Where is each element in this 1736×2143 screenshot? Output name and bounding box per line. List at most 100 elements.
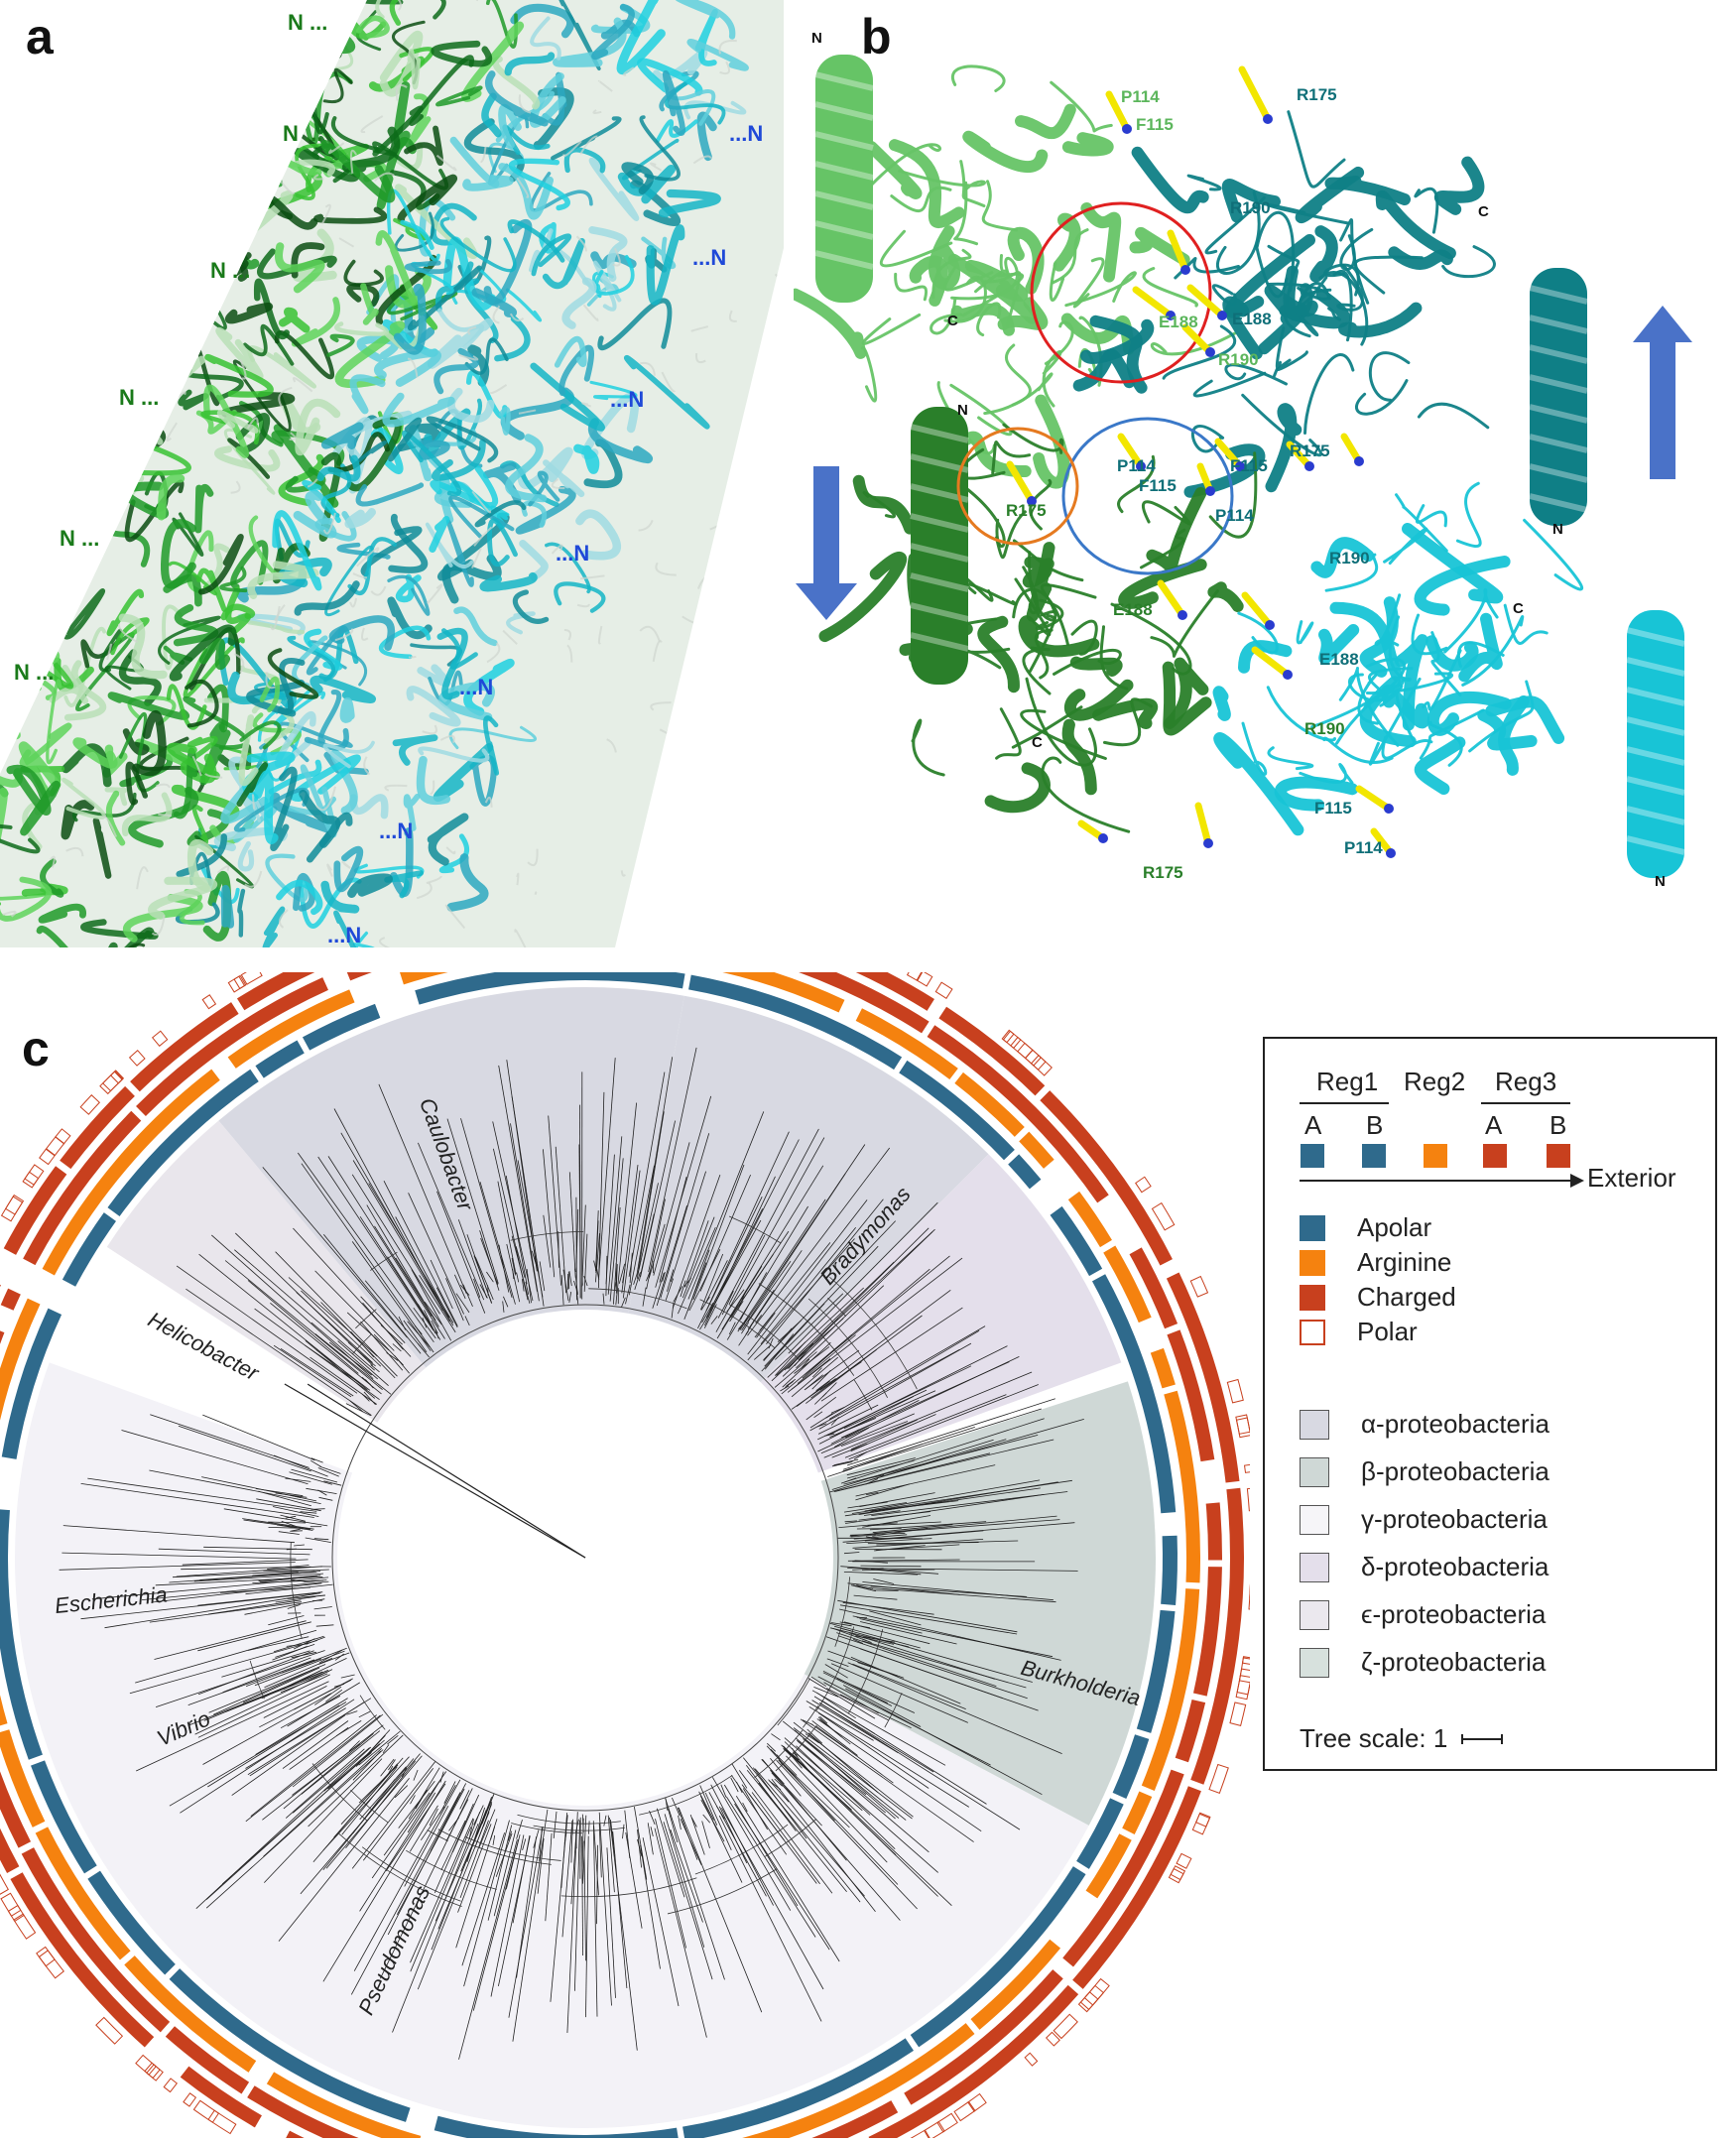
terminus-label: N xyxy=(1552,521,1563,538)
legend-reg2-swatch xyxy=(1424,1144,1447,1168)
legend-tree-scale: Tree scale: 1 xyxy=(1300,1723,1503,1754)
legend-item: Polar xyxy=(1300,1317,1418,1347)
n-terminus-label-green: N ... xyxy=(210,258,250,284)
terminus-label: C xyxy=(1032,734,1043,751)
residue-label: F115 xyxy=(1139,476,1177,496)
ring-segment xyxy=(1161,1536,1178,1605)
legend-swatch xyxy=(1300,1320,1325,1345)
legend-swatch xyxy=(1300,1285,1325,1311)
interface-circle-blue xyxy=(1063,419,1232,573)
legend-group-swatch xyxy=(1300,1553,1329,1582)
n-terminus-label-blue: ...N xyxy=(327,923,361,948)
panel-a: a N ...N ...N ...N ...N ...N ......N...N… xyxy=(0,0,784,947)
legend-reg1b-swatch xyxy=(1362,1144,1386,1168)
residue-label: P114 xyxy=(1344,838,1383,858)
legend-group-label: β-proteobacteria xyxy=(1361,1456,1550,1487)
legend-group: α-proteobacteria xyxy=(1300,1409,1550,1440)
ring-segment xyxy=(1193,1567,1222,1697)
legend-item-label: Charged xyxy=(1357,1282,1456,1313)
filament-structure-image xyxy=(0,0,784,947)
legend-reg1-underline xyxy=(1300,1102,1389,1104)
legend-reg3-underline xyxy=(1481,1102,1570,1104)
panel-c-label: c xyxy=(22,1020,50,1077)
residue-label: F115 xyxy=(1230,456,1268,476)
legend-reg3-b: B xyxy=(1550,1110,1566,1141)
residue-label: R175 xyxy=(1006,501,1047,521)
legend-group-swatch xyxy=(1300,1410,1329,1440)
residue-label: R175 xyxy=(1143,863,1183,883)
legend-group: γ-proteobacteria xyxy=(1300,1504,1548,1535)
n-terminus-label-blue: ...N xyxy=(729,121,763,147)
residue-label: R175 xyxy=(1290,441,1330,461)
residue-label: P114 xyxy=(1215,506,1254,526)
n-terminus-label-green: N ... xyxy=(288,10,327,36)
n-terminus-label-green: N ... xyxy=(283,121,322,147)
terminus-label: N xyxy=(1655,873,1666,890)
legend-reg2: Reg2 xyxy=(1404,1067,1465,1097)
legend-item-label: Arginine xyxy=(1357,1247,1451,1278)
legend-exterior-label: Exterior xyxy=(1587,1163,1676,1194)
legend-item-label: Polar xyxy=(1357,1317,1418,1347)
legend-item-label: Apolar xyxy=(1357,1212,1431,1243)
legend-group-label: δ-proteobacteria xyxy=(1361,1552,1549,1582)
residue-label: E188 xyxy=(1113,600,1153,620)
legend-reg3b-swatch xyxy=(1547,1144,1570,1168)
n-terminus-label-blue: ...N xyxy=(379,819,413,844)
phylogenetic-tree: CaulobacterBradymonasHelicobacterEscheri… xyxy=(0,972,1250,2138)
legend-group-label: γ-proteobacteria xyxy=(1361,1504,1548,1535)
n-terminus-label-blue: ...N xyxy=(556,541,589,567)
legend-group-label: α-proteobacteria xyxy=(1361,1409,1550,1440)
legend-reg3: Reg3 xyxy=(1495,1067,1556,1097)
helix-teal xyxy=(1530,268,1587,526)
arrow-up xyxy=(1633,306,1692,479)
legend-exterior-arrow-head xyxy=(1570,1174,1584,1188)
legend-reg1: Reg1 xyxy=(1316,1067,1378,1097)
n-terminus-label-blue: ...N xyxy=(610,387,644,413)
helix-cyan xyxy=(1627,610,1684,878)
legend-item: Arginine xyxy=(1300,1247,1451,1278)
n-terminus-label-blue: ...N xyxy=(459,675,493,700)
residue-label: R190 xyxy=(1304,719,1345,739)
legend-group-label: ζ-proteobacteria xyxy=(1361,1647,1546,1678)
legend-reg1-a: A xyxy=(1304,1110,1321,1141)
legend-group-swatch xyxy=(1300,1648,1329,1678)
residue-label: E188 xyxy=(1319,650,1359,670)
helix-light-green xyxy=(815,55,873,303)
residue-label: F115 xyxy=(1136,115,1174,135)
legend-exterior-arrow-line xyxy=(1300,1180,1575,1182)
residue-label: R190 xyxy=(1329,549,1370,568)
legend-group: ζ-proteobacteria xyxy=(1300,1647,1546,1678)
terminus-label: N xyxy=(957,402,968,419)
ring-segment xyxy=(1206,1502,1222,1560)
legend-item: Apolar xyxy=(1300,1212,1431,1243)
residue-label: P114 xyxy=(1121,87,1160,107)
residue-label: R190 xyxy=(1230,198,1271,218)
legend-tree-scale-bar xyxy=(1461,1734,1503,1744)
n-terminus-label-green: N ... xyxy=(60,526,99,552)
legend-group: β-proteobacteria xyxy=(1300,1456,1550,1487)
legend-reg3a-swatch xyxy=(1483,1144,1507,1168)
terminus-label: C xyxy=(1513,600,1524,617)
panel-a-label: a xyxy=(26,8,54,65)
legend-reg3-a: A xyxy=(1485,1110,1502,1141)
residue-label: P114 xyxy=(1117,456,1156,476)
legend-group-swatch xyxy=(1300,1505,1329,1535)
legend-tree-scale-label: Tree scale: 1 xyxy=(1300,1723,1447,1754)
ring-segment xyxy=(1151,1348,1176,1389)
panel-b-label: b xyxy=(861,8,892,65)
legend-group: δ-proteobacteria xyxy=(1300,1552,1549,1582)
n-terminus-label-green: N ... xyxy=(119,385,159,411)
residue-label: E188 xyxy=(1159,313,1198,332)
residue-label: E188 xyxy=(1232,310,1272,329)
arrow-down xyxy=(796,466,857,620)
ring-segment xyxy=(1,1289,21,1311)
legend-group: ϵ-proteobacteria xyxy=(1300,1599,1546,1630)
terminus-label: N xyxy=(811,30,822,47)
legend-swatch xyxy=(1300,1215,1325,1241)
terminus-label: C xyxy=(1478,203,1489,220)
legend-item: Charged xyxy=(1300,1282,1456,1313)
residue-label: R190 xyxy=(1218,350,1259,370)
legend-reg1a-swatch xyxy=(1301,1144,1324,1168)
